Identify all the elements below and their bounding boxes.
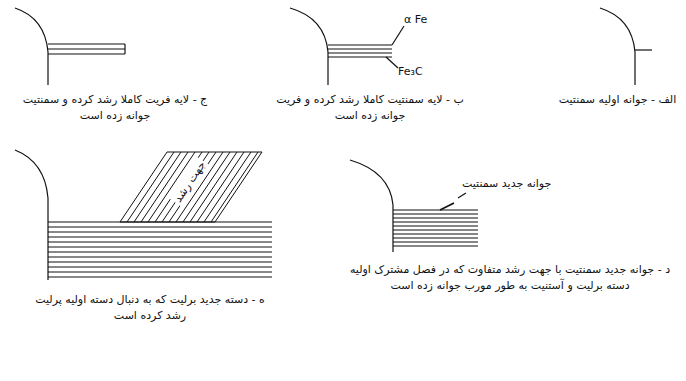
lamellae bbox=[48, 44, 125, 54]
cementite-nucleus bbox=[635, 49, 652, 50]
lamella-end bbox=[124, 44, 125, 54]
part-label: جوانه جدید سمنتیت bbox=[462, 176, 551, 192]
leader-line bbox=[392, 26, 404, 45]
lamellae bbox=[393, 210, 478, 246]
caption: د - جوانه جدید سمنتیت با جهت رشد متفاوت … bbox=[345, 262, 675, 294]
caption: ج - لایه فریت کاملا رشد کرده و سمنتیت جو… bbox=[20, 92, 210, 124]
part-label: α Fe bbox=[404, 12, 427, 28]
austenite-boundary bbox=[15, 150, 48, 280]
caption: ه - دسته جدید برلیت که به دنبال دسته اول… bbox=[25, 292, 275, 324]
lamellae bbox=[328, 45, 392, 57]
caption: الف - جوانه اولیه سمنتیت bbox=[555, 92, 680, 108]
caption: ب - لایه سمنتیت کاملا رشد کرده و فریت جو… bbox=[275, 92, 465, 124]
leader-line bbox=[458, 193, 466, 198]
lamellae bbox=[48, 222, 272, 277]
austenite-boundary bbox=[600, 8, 635, 85]
leader-line bbox=[386, 57, 398, 68]
austenite-boundary bbox=[290, 8, 328, 85]
part-label: Fe₃C bbox=[398, 64, 423, 80]
new-cementite-nucleus bbox=[440, 203, 454, 210]
austenite-boundary bbox=[350, 160, 393, 252]
austenite-boundary bbox=[15, 8, 48, 85]
new-pearlite-colony bbox=[120, 152, 262, 222]
